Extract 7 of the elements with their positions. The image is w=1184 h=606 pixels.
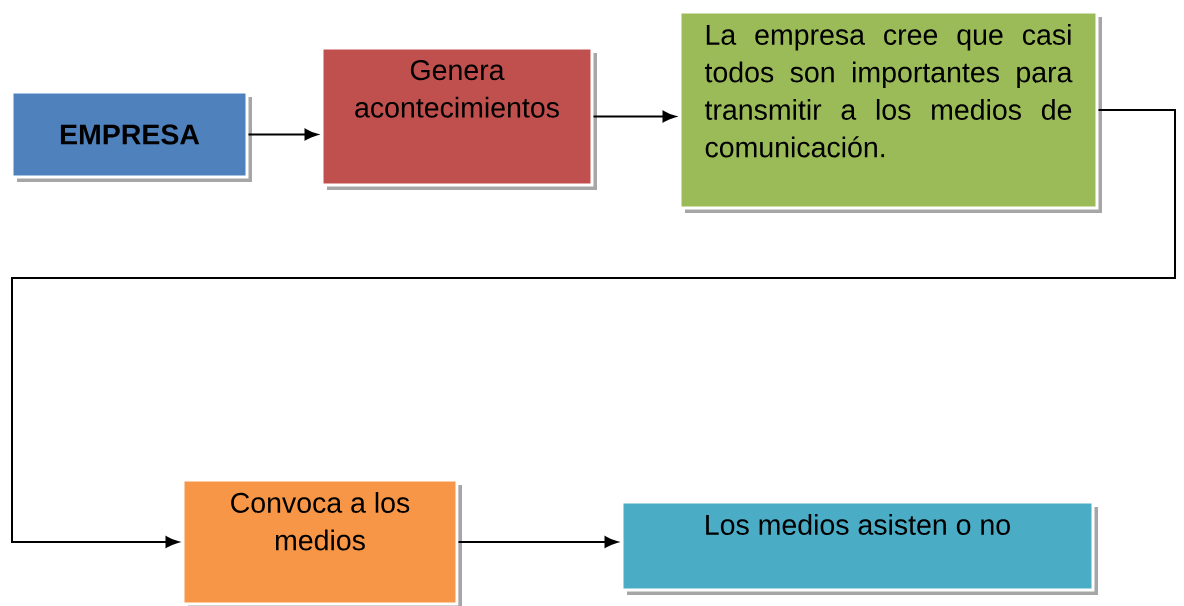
- process-box: Los medios asisten o no: [620, 500, 1098, 595]
- process-box: Genera acontecimientos: [320, 46, 597, 190]
- arrow: [11, 109, 1176, 548]
- process-box: EMPRESA: [10, 90, 252, 182]
- process-box: La empresa cree que casi todos son importantes para transmitir a los medios de comunicación.: [678, 10, 1102, 213]
- process-box: Convoca a los medios: [181, 478, 462, 606]
- arrow: [457, 536, 618, 548]
